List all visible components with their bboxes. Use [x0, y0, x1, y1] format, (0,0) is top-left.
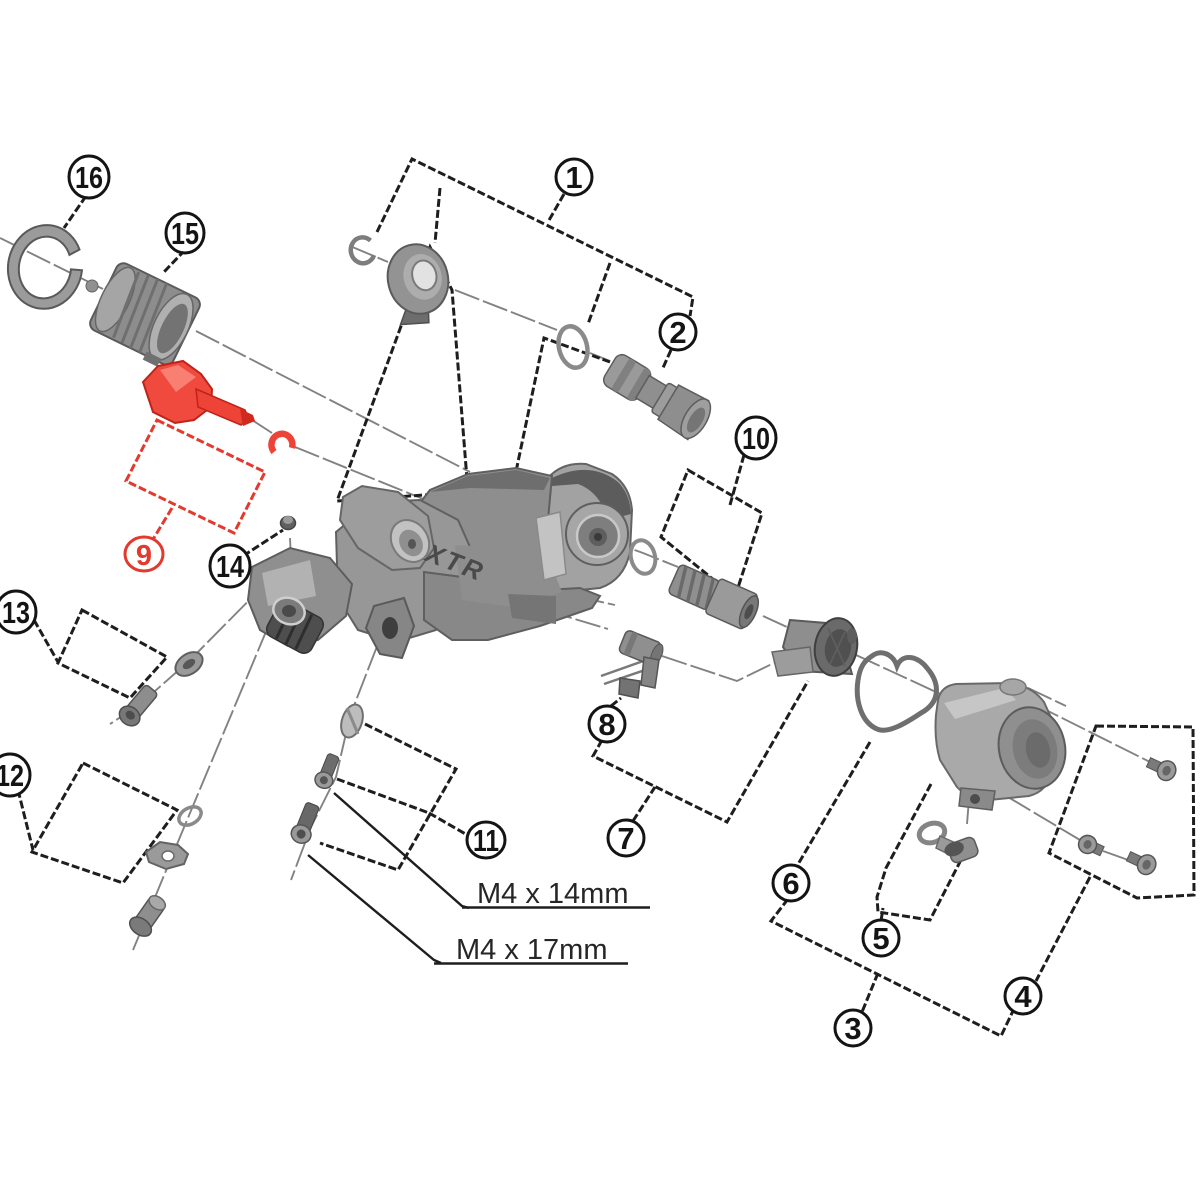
svg-text:16: 16: [75, 160, 103, 195]
svg-text:8: 8: [598, 707, 615, 742]
svg-text:2: 2: [669, 315, 686, 350]
svg-text:7: 7: [617, 821, 634, 856]
svg-text:10: 10: [742, 421, 770, 456]
svg-text:M4 x 14mm: M4 x 14mm: [477, 878, 628, 910]
svg-text:15: 15: [171, 216, 199, 251]
svg-text:1: 1: [565, 160, 582, 195]
svg-text:11: 11: [473, 823, 499, 858]
svg-text:14: 14: [216, 549, 245, 584]
svg-text:13: 13: [2, 595, 30, 630]
svg-text:9: 9: [136, 540, 152, 572]
svg-text:4: 4: [1014, 979, 1032, 1014]
svg-text:M4 x 17mm: M4 x 17mm: [456, 934, 607, 966]
svg-text:6: 6: [782, 866, 799, 901]
svg-text:12: 12: [0, 758, 24, 793]
svg-text:5: 5: [872, 921, 889, 956]
svg-text:3: 3: [844, 1011, 861, 1046]
